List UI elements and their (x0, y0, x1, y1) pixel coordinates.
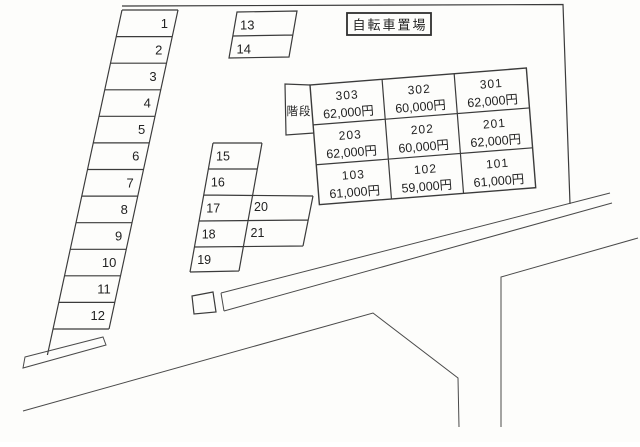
parking-space-label: 7 (126, 175, 133, 190)
wall-strip (22, 336, 107, 369)
parking-space-label: 1 (161, 16, 168, 31)
parking-strip-middle: 15 16 17 18 19 20 21 (189, 142, 314, 273)
unit-cell-103: 103 61,000円 (329, 167, 381, 201)
unit-cell-301: 301 62,000円 (467, 76, 519, 110)
unit-rent: 61,000円 (329, 183, 381, 201)
parking-space-label: 2 (155, 42, 162, 57)
parking-space-labels-left: 1 2 3 4 5 6 7 8 9 10 11 12 (91, 16, 168, 323)
unit-number: 201 (482, 116, 506, 132)
unit-number: 301 (479, 76, 503, 92)
boundary-corner-right (500, 237, 639, 427)
parking-space-label: 20 (254, 200, 268, 214)
boundary-bottom (22, 312, 460, 428)
unit-cell-101: 101 61,000円 (473, 156, 525, 190)
parking-strip-left: 1 2 3 4 5 6 7 8 9 10 11 12 (46, 9, 179, 355)
parking-space-label: 9 (115, 228, 122, 243)
unit-number: 102 (413, 161, 437, 177)
parking-space-label: 14 (237, 42, 251, 57)
parking-space-label: 18 (202, 228, 216, 242)
parking-space-label: 10 (102, 255, 116, 270)
unit-cell-303: 303 62,000円 (323, 87, 375, 122)
bicycle-parking-label-box: 自転車置場 (346, 12, 432, 36)
unit-number: 202 (410, 121, 434, 137)
parking-space-label: 4 (144, 96, 151, 111)
unit-cell-302: 302 60,000円 (395, 82, 447, 116)
parking-space-label: 16 (211, 176, 225, 190)
unit-cell-202: 202 60,000円 (398, 121, 450, 156)
parking-space-label: 11 (97, 282, 111, 297)
parking-space-label: 15 (216, 150, 230, 164)
unit-number: 203 (338, 127, 362, 143)
boundary-top-right (121, 3, 571, 205)
parking-space-label: 5 (138, 122, 145, 137)
unit-rent: 62,000円 (470, 132, 522, 150)
unit-number: 303 (335, 87, 359, 103)
unit-rent: 60,000円 (398, 138, 450, 156)
utility-box (191, 291, 217, 315)
unit-rent: 59,000円 (401, 178, 453, 196)
unit-rent: 62,000円 (323, 104, 375, 122)
parking-space-label: 17 (206, 202, 220, 216)
unit-cell-201: 201 62,000円 (470, 116, 522, 150)
parking-space-label: 6 (132, 149, 139, 164)
parking-space-label: 13 (240, 18, 254, 33)
unit-number: 302 (407, 82, 431, 98)
building-grid: 303 62,000円 302 60,000円 301 62,000円 203 … (309, 67, 537, 206)
bicycle-parking-label: 自転車置場 (352, 18, 427, 33)
stairs-box: 階段 (284, 83, 315, 136)
road-strip (220, 192, 613, 312)
parking-space-label: 21 (251, 226, 265, 240)
parking-space-label: 8 (121, 202, 128, 217)
unit-number: 101 (485, 156, 509, 172)
unit-number: 103 (341, 167, 365, 183)
parking-space-label: 3 (149, 69, 156, 84)
parking-space-label: 19 (197, 253, 211, 267)
parking-box-13-14: 13 14 (228, 10, 298, 59)
unit-rent: 60,000円 (395, 98, 447, 116)
unit-rent: 61,000円 (473, 172, 525, 190)
unit-cell-203: 203 62,000円 (326, 127, 378, 161)
unit-cell-102: 102 59,000円 (401, 161, 453, 196)
stairs-label: 階段 (287, 104, 312, 118)
unit-rent: 62,000円 (326, 143, 378, 161)
parking-space-label: 12 (91, 308, 105, 323)
unit-rent: 62,000円 (467, 92, 519, 110)
